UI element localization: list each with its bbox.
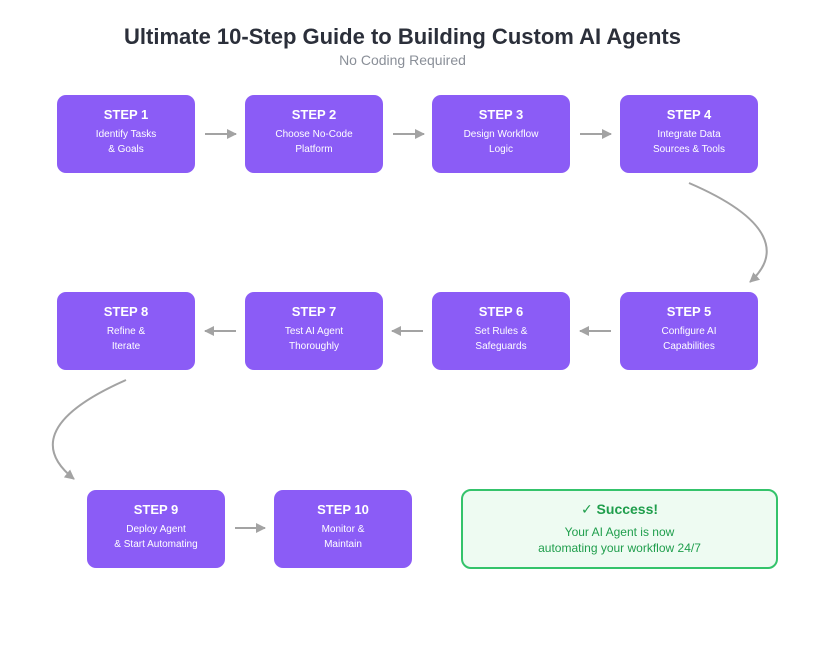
step-7-title: STEP 7 bbox=[291, 304, 337, 319]
step-3-desc: Design Workflow Logic bbox=[463, 129, 539, 155]
step-6-desc: Set Rules & Safeguards bbox=[474, 326, 528, 352]
success-message-line-2: automating your workflow 24/7 bbox=[538, 541, 701, 555]
step-3-box: STEP 3 Design Workflow Logic bbox=[432, 95, 570, 173]
step-8-desc: Refine & Iterate bbox=[106, 326, 146, 352]
step-10-box: STEP 10 Monitor & Maintain bbox=[274, 490, 412, 568]
step-5-title: STEP 5 bbox=[666, 304, 712, 319]
step-4-title: STEP 4 bbox=[666, 107, 712, 122]
page-subtitle: No Coding Required bbox=[339, 52, 466, 68]
step-1-box: STEP 1 Identify Tasks & Goals bbox=[57, 95, 195, 173]
step-1-title: STEP 1 bbox=[103, 107, 149, 122]
step-8-title: STEP 8 bbox=[103, 304, 149, 319]
step-6-box: STEP 6 Set Rules & Safeguards bbox=[432, 292, 570, 370]
success-message-line-1: Your AI Agent is now bbox=[564, 525, 675, 539]
step-3-title: STEP 3 bbox=[478, 107, 524, 122]
page-title: Ultimate 10-Step Guide to Building Custo… bbox=[124, 24, 681, 49]
step-1-desc: Identify Tasks & Goals bbox=[95, 129, 157, 155]
step-4-box: STEP 4 Integrate Data Sources & Tools bbox=[620, 95, 758, 173]
step-9-box: STEP 9 Deploy Agent & Start Automating bbox=[87, 490, 225, 568]
step-8-box: STEP 8 Refine & Iterate bbox=[57, 292, 195, 370]
success-title: ✓ Success! bbox=[580, 501, 659, 517]
step-5-desc: Configure AI Capabilities bbox=[661, 326, 717, 352]
success-box: ✓ Success! Your AI Agent is now automati… bbox=[461, 489, 778, 569]
step-10-desc: Monitor & Maintain bbox=[321, 524, 365, 550]
step-2-box: STEP 2 Choose No-Code Platform bbox=[245, 95, 383, 173]
step-6-title: STEP 6 bbox=[478, 304, 524, 319]
step-10-title: STEP 10 bbox=[317, 502, 369, 517]
step-5-box: STEP 5 Configure AI Capabilities bbox=[620, 292, 758, 370]
step-9-desc: Deploy Agent & Start Automating bbox=[114, 524, 198, 550]
step-9-title: STEP 9 bbox=[133, 502, 179, 517]
step-2-title: STEP 2 bbox=[291, 107, 337, 122]
step-4-desc: Integrate Data Sources & Tools bbox=[652, 129, 726, 155]
step-7-box: STEP 7 Test AI Agent Thoroughly bbox=[245, 292, 383, 370]
arrow-step8-step9 bbox=[51, 379, 127, 480]
step-7-desc: Test AI Agent Thoroughly bbox=[284, 326, 344, 352]
step-2-desc: Choose No-Code Platform bbox=[275, 129, 353, 155]
arrow-step4-step5 bbox=[688, 182, 768, 283]
